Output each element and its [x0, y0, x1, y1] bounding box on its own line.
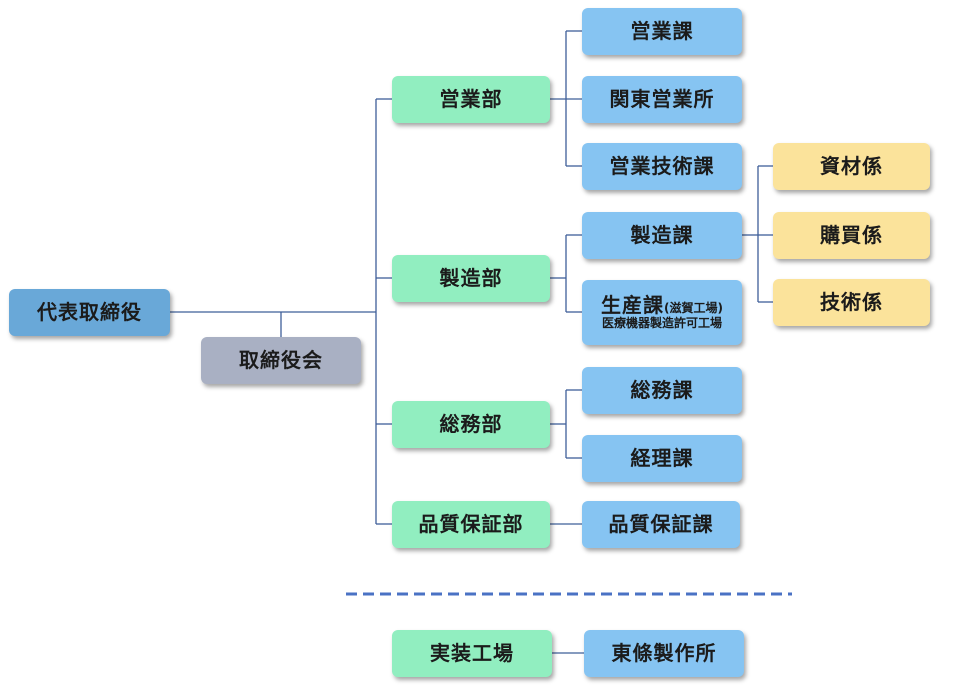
section-quality-box: 品質保証課 — [582, 501, 740, 548]
mounting-plant-box: 実装工場 — [392, 630, 552, 677]
open-paren: ( — [664, 301, 670, 316]
unit-purchasing-box: 購買係 — [773, 212, 930, 259]
section-kanto-office-box: 関東営業所 — [582, 76, 742, 123]
section-production-title-row: 生産課 ( 滋賀工場 ) — [601, 294, 723, 317]
unit-purchasing-label: 購買係 — [820, 223, 883, 247]
section-sales-box: 営業課 — [582, 8, 742, 55]
board-label: 取締役会 — [239, 348, 323, 372]
section-accounting-label: 経理課 — [630, 446, 694, 470]
section-manufacturing-box: 製造課 — [582, 212, 742, 259]
close-paren: ) — [717, 301, 723, 316]
section-general-affairs-box: 総務課 — [582, 367, 742, 414]
dept-manufacturing-box: 製造部 — [392, 255, 550, 302]
dept-general-affairs-label: 総務部 — [439, 412, 503, 436]
dept-general-affairs-box: 総務部 — [392, 401, 550, 448]
section-quality-label: 品質保証課 — [608, 512, 714, 536]
unit-engineering-box: 技術係 — [773, 279, 930, 326]
president-box: 代表取締役 — [9, 289, 170, 336]
president-label: 代表取締役 — [37, 300, 142, 324]
dept-quality-label: 品質保証部 — [418, 512, 524, 536]
section-sales-engineering-box: 営業技術課 — [582, 143, 742, 190]
tojo-works-box: 東條製作所 — [584, 630, 744, 677]
section-general-affairs-label: 総務課 — [630, 378, 694, 402]
mounting-plant-label: 実装工場 — [430, 641, 514, 665]
unit-engineering-label: 技術係 — [820, 290, 883, 314]
dept-quality-box: 品質保証部 — [392, 501, 550, 548]
dept-sales-box: 営業部 — [392, 76, 550, 123]
section-production-license: 医療機器製造許可工場 — [601, 316, 722, 331]
unit-materials-box: 資材係 — [773, 143, 930, 190]
section-sales-engineering-label: 営業技術課 — [609, 154, 715, 178]
section-production-label: 生産課 — [601, 293, 664, 318]
tojo-works-label: 東條製作所 — [611, 641, 717, 665]
unit-materials-label: 資材係 — [820, 154, 883, 178]
dept-manufacturing-label: 製造部 — [439, 266, 503, 290]
section-manufacturing-label: 製造課 — [630, 223, 694, 247]
section-accounting-box: 経理課 — [582, 435, 742, 482]
board-box: 取締役会 — [201, 337, 361, 384]
section-production-box: 生産課 ( 滋賀工場 ) 医療機器製造許可工場 — [582, 280, 742, 345]
section-sales-label: 営業課 — [630, 19, 694, 43]
dept-sales-label: 営業部 — [439, 87, 503, 111]
section-production-location: 滋賀工場 — [669, 301, 718, 316]
section-kanto-office-label: 関東営業所 — [609, 87, 715, 111]
